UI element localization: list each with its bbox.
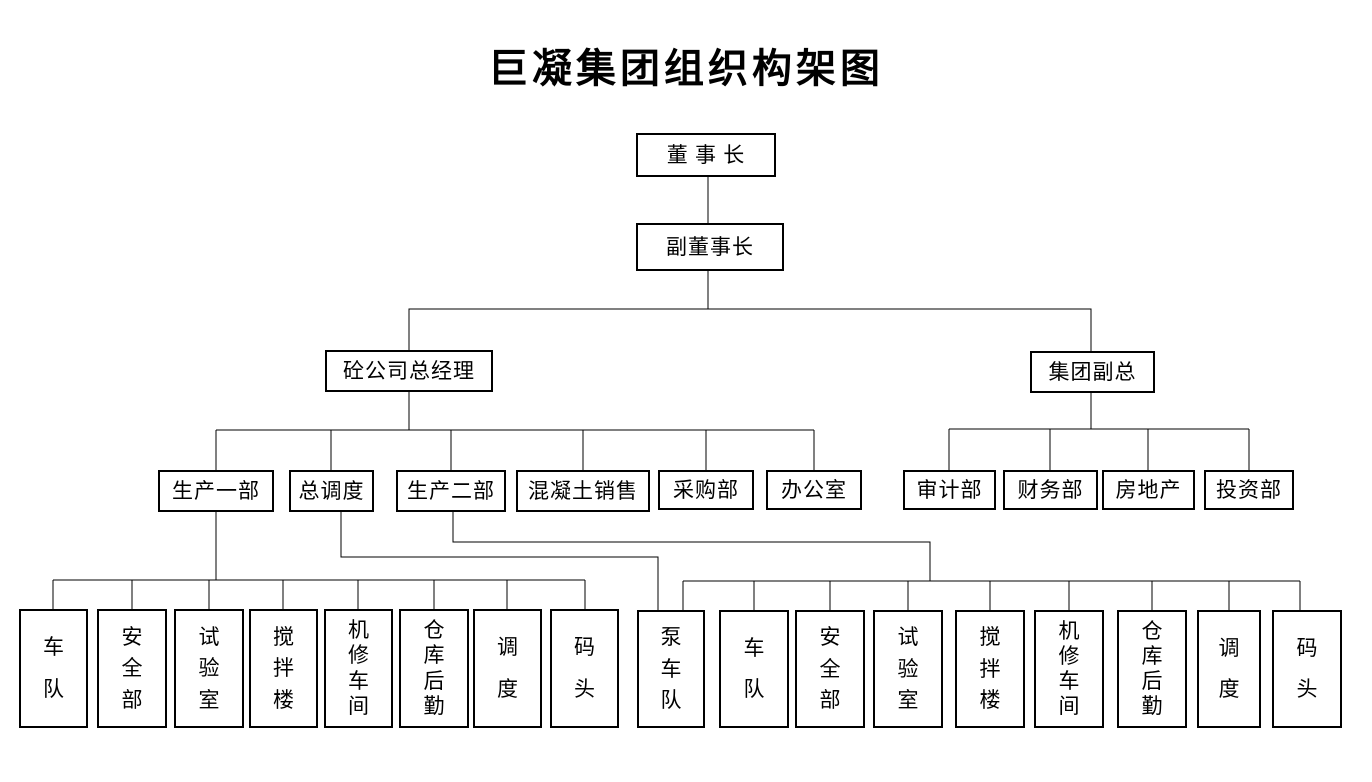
- org-node-audit: 审计部: [903, 470, 996, 510]
- org-node-char: 验: [897, 656, 919, 681]
- org-node-char: 车: [1058, 669, 1080, 693]
- org-node-char: 楼: [273, 687, 294, 712]
- org-node-mixing-tower-2: 搅拌楼: [955, 610, 1025, 728]
- org-node-char: 库: [1141, 644, 1163, 668]
- org-node-char: 安: [121, 624, 143, 649]
- org-node-char: 勤: [423, 693, 445, 718]
- org-node-concrete-sales: 混凝土销售: [516, 470, 650, 512]
- org-node-fleet-2: 车队: [719, 610, 789, 728]
- org-node-char: 修: [1058, 644, 1080, 668]
- org-node-real-estate: 房地产: [1102, 470, 1195, 510]
- org-node-repair-shop-2: 机修车间: [1034, 610, 1104, 728]
- org-node-purchasing: 采购部: [658, 470, 754, 510]
- org-node-fleet-1: 车队: [19, 609, 88, 728]
- org-node-char: 仓: [423, 618, 445, 643]
- org-node-pump-truck-fleet: 泵车队: [637, 610, 705, 728]
- org-node-dispatch-1: 调度: [473, 609, 542, 728]
- org-node-char: 度: [497, 677, 518, 701]
- org-node-warehouse-logistics-2: 仓库后勤: [1117, 610, 1187, 728]
- org-node-char: 车: [743, 635, 765, 660]
- org-node-test-lab-2: 试验室: [873, 610, 943, 728]
- org-node-char: 部: [819, 687, 841, 712]
- org-node-char: 搅: [979, 625, 1001, 650]
- org-node-char: 机: [348, 618, 369, 643]
- org-node-char: 机: [1058, 619, 1080, 643]
- org-node-char: 码: [1296, 635, 1318, 660]
- org-node-char: 搅: [273, 624, 294, 649]
- org-node-char: 拌: [979, 656, 1001, 681]
- org-node-safety-dept-2: 安全部: [795, 610, 865, 728]
- org-node-test-lab-1: 试验室: [174, 609, 244, 728]
- org-node-char: 车: [43, 635, 64, 659]
- org-node-char: 库: [423, 643, 445, 668]
- org-node-char: 头: [1296, 677, 1318, 702]
- org-node-char: 拌: [273, 656, 294, 680]
- org-node-char: 度: [1218, 677, 1240, 702]
- org-node-char: 试: [198, 624, 220, 649]
- org-node-char: 仓: [1141, 619, 1163, 643]
- org-node-char: 调: [497, 635, 518, 659]
- org-node-char: 间: [1058, 694, 1080, 718]
- org-node-finance: 财务部: [1003, 470, 1098, 510]
- org-node-char: 泵: [660, 625, 682, 650]
- org-node-char: 后: [423, 668, 445, 693]
- org-node-char: 车: [348, 668, 369, 693]
- org-node-concrete-gm: 砼公司总经理: [325, 350, 493, 392]
- org-node-dock-2: 码头: [1272, 610, 1342, 728]
- org-node-chief-dispatch: 总调度: [289, 470, 374, 512]
- chart-title: 巨凝集团组织构架图: [488, 46, 884, 91]
- org-node-char: 室: [897, 687, 919, 712]
- org-node-char: 部: [121, 687, 143, 712]
- org-node-char: 安: [819, 625, 841, 650]
- org-node-investment: 投资部: [1204, 470, 1294, 510]
- org-node-char: 勤: [1141, 694, 1163, 718]
- org-node-vice-chairman: 副董事长: [636, 223, 784, 271]
- org-node-repair-shop-1: 机修车间: [324, 609, 393, 728]
- org-node-char: 车: [660, 656, 682, 681]
- org-node-char: 头: [574, 677, 595, 701]
- org-node-chairman: 董 事 长: [636, 133, 776, 177]
- org-node-char: 后: [1141, 669, 1163, 693]
- org-node-char: 室: [198, 687, 220, 712]
- org-node-production-1: 生产一部: [158, 470, 274, 512]
- org-node-dock-1: 码头: [550, 609, 619, 728]
- org-node-char: 队: [43, 677, 64, 701]
- org-node-warehouse-logistics-1: 仓库后勤: [399, 609, 469, 728]
- org-node-char: 全: [819, 656, 841, 681]
- org-node-char: 码: [574, 635, 595, 659]
- org-node-char: 全: [121, 656, 143, 680]
- org-node-char: 验: [198, 656, 220, 680]
- org-node-char: 楼: [979, 687, 1001, 712]
- org-node-dispatch-2: 调度: [1197, 610, 1261, 728]
- org-node-office: 办公室: [766, 470, 862, 510]
- org-node-char: 队: [743, 677, 765, 702]
- connector-line: [340, 512, 659, 610]
- org-node-mixing-tower-1: 搅拌楼: [249, 609, 318, 728]
- org-node-production-2: 生产二部: [396, 470, 506, 512]
- org-node-group-vp: 集团副总: [1030, 351, 1155, 393]
- org-node-safety-dept-1: 安全部: [97, 609, 167, 728]
- connector-line: [452, 512, 931, 581]
- org-node-char: 试: [897, 625, 919, 650]
- org-node-char: 队: [660, 687, 682, 712]
- org-node-char: 间: [348, 693, 369, 718]
- org-node-char: 修: [348, 643, 369, 668]
- org-node-char: 调: [1218, 635, 1240, 660]
- connector-line: [408, 308, 1092, 351]
